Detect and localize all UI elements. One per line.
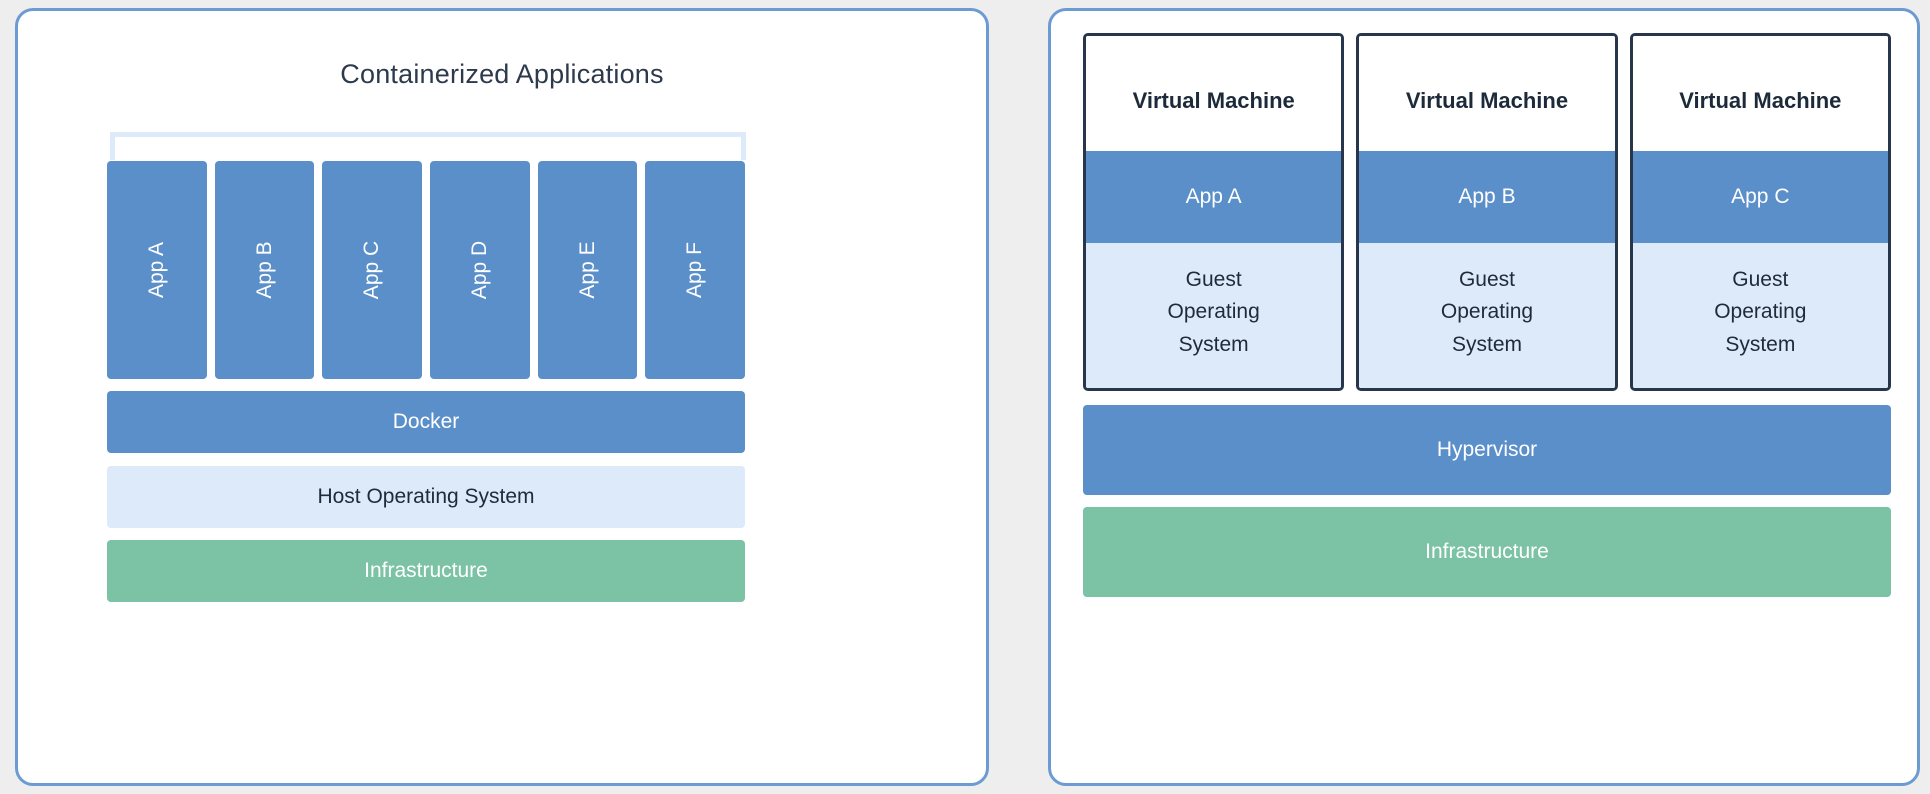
container-app-label-a: App A: [144, 241, 168, 299]
page-title: Containerized Applications: [340, 59, 664, 89]
infrastructure-layer-bar-right[interactable]: Infrastructure: [1083, 507, 1891, 597]
container-app-box-c[interactable]: App C: [322, 161, 423, 379]
infrastructure-layer-label-right: Infrastructure: [1425, 540, 1549, 563]
virtual-machine-title-2: Virtual Machine: [1359, 36, 1615, 151]
container-app-label-e: App E: [575, 241, 599, 299]
container-app-label-d: App D: [467, 240, 491, 300]
docker-layer-bar[interactable]: Docker: [107, 391, 745, 453]
container-app-box-f[interactable]: App F: [645, 161, 746, 379]
virtual-machine-title-3: Virtual Machine: [1632, 36, 1888, 151]
virtual-machine-app-2: App B: [1359, 151, 1615, 243]
container-architecture-panel: Containerized Applications App A App B A…: [15, 8, 989, 786]
virtual-machine-app-1: App A: [1086, 151, 1342, 243]
hypervisor-layer-bar[interactable]: Hypervisor: [1083, 405, 1891, 495]
infrastructure-layer-label-left: Infrastructure: [364, 559, 488, 582]
virtual-machine-guest-os-2: Guest Operating System: [1359, 243, 1615, 388]
virtual-machine-architecture-panel: Virtual Machine App A Guest Operating Sy…: [1048, 8, 1920, 786]
virtual-machine-box-1[interactable]: Virtual Machine App A Guest Operating Sy…: [1083, 33, 1345, 391]
container-app-label-c: App C: [360, 240, 384, 300]
virtual-machine-box-3[interactable]: Virtual Machine App C Guest Operating Sy…: [1629, 33, 1891, 391]
host-operating-system-layer-label: Host Operating System: [317, 485, 535, 508]
virtual-machine-app-3: App C: [1632, 151, 1888, 243]
host-operating-system-layer-bar[interactable]: Host Operating System: [107, 466, 745, 528]
infrastructure-layer-bar-left[interactable]: Infrastructure: [107, 540, 745, 602]
hypervisor-layer-label: Hypervisor: [1436, 438, 1538, 461]
virtual-machine-box-2[interactable]: Virtual Machine App B Guest Operating Sy…: [1356, 33, 1618, 391]
container-app-label-b: App B: [252, 241, 276, 299]
docker-layer-label: Docker: [392, 410, 460, 433]
virtual-machine-row: Virtual Machine App A Guest Operating Sy…: [1083, 33, 1891, 391]
container-app-box-a[interactable]: App A: [107, 161, 207, 379]
container-app-box-e[interactable]: App E: [537, 161, 638, 379]
container-app-box-d[interactable]: App D: [430, 161, 530, 379]
virtual-machine-title-1: Virtual Machine: [1086, 36, 1342, 151]
container-app-label-f: App F: [683, 241, 707, 299]
container-app-row: App A App B App C App D App E App F: [107, 161, 746, 379]
virtual-machine-guest-os-3: Guest Operating System: [1632, 243, 1888, 388]
containerized-apps-bracket: [110, 132, 746, 160]
container-app-box-b[interactable]: App B: [214, 161, 315, 379]
virtual-machine-guest-os-1: Guest Operating System: [1086, 243, 1342, 388]
